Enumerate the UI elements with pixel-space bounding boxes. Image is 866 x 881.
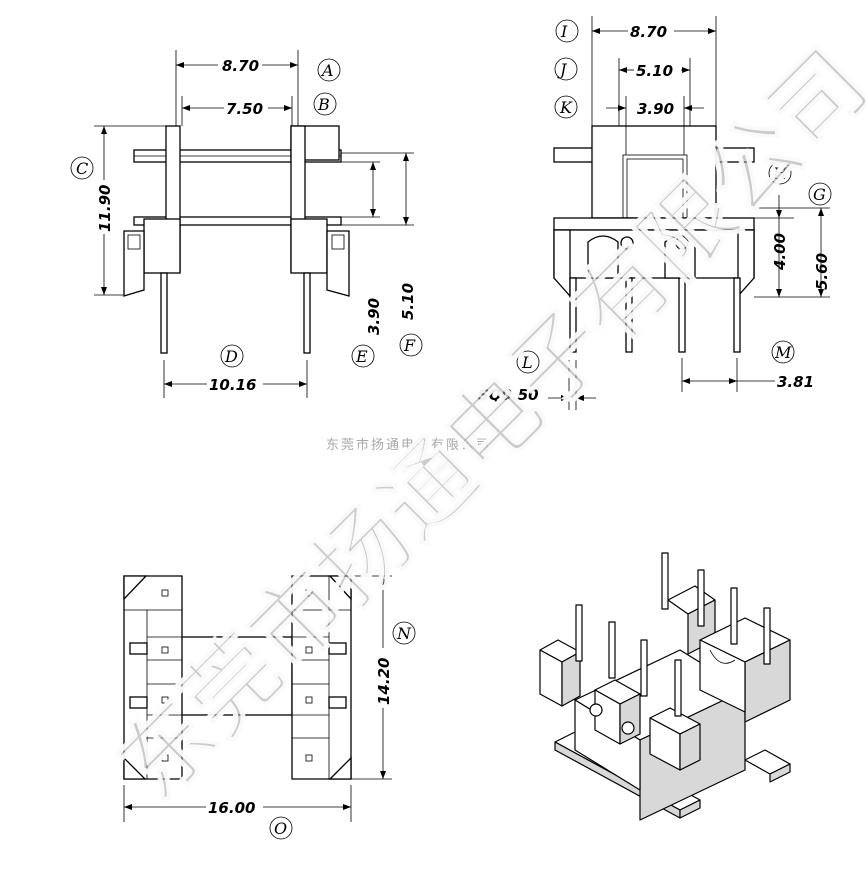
label-l: L [521, 353, 533, 372]
label-c: C [76, 159, 88, 178]
watermark-small: 东莞市扬通电子有限公司 [326, 437, 491, 453]
label-i: I [560, 22, 568, 41]
dim-n-value: 14.20 [375, 658, 393, 705]
label-a: A [320, 61, 334, 80]
isometric-view [539, 552, 791, 821]
dim-l-value: SQ0.50 [478, 386, 539, 404]
label-m: M [774, 343, 792, 362]
dim-a-value: 8.70 [222, 57, 259, 75]
label-g: G [813, 185, 826, 204]
dim-m-value: 3.81 [777, 373, 814, 391]
front-view: 8.70 A 7.50 B 11.90 C 10.16 D [70, 50, 423, 398]
label-n: N [396, 624, 412, 643]
dim-o-value: 16.00 [208, 799, 255, 817]
dim-d-value: 10.16 [209, 376, 256, 394]
label-f: F [403, 336, 416, 355]
dim-f-value: 5.10 [399, 283, 417, 320]
dim-b-value: 7.50 [226, 100, 263, 118]
dim-e-value: 3.90 [365, 298, 383, 335]
label-b: B [317, 95, 330, 114]
label-d: D [224, 347, 238, 366]
dim-i-value: 8.70 [630, 23, 667, 41]
dim-j-value: 5.10 [636, 62, 673, 80]
label-h: H [772, 164, 788, 183]
dim-g-value: 5.60 [813, 253, 831, 290]
label-e: E [355, 347, 368, 366]
label-j: J [557, 60, 568, 79]
dim-h-value: 4.00 [771, 233, 789, 271]
label-o: O [274, 819, 287, 838]
side-view: 8.70 I 5.10 J 3.90 K 4.00 H [478, 16, 832, 410]
label-k: K [559, 98, 573, 117]
bottom-view: 14.20 N 16.00 O [123, 575, 416, 840]
dim-k-value: 3.90 [637, 100, 674, 118]
dim-c-value: 11.90 [96, 185, 114, 232]
